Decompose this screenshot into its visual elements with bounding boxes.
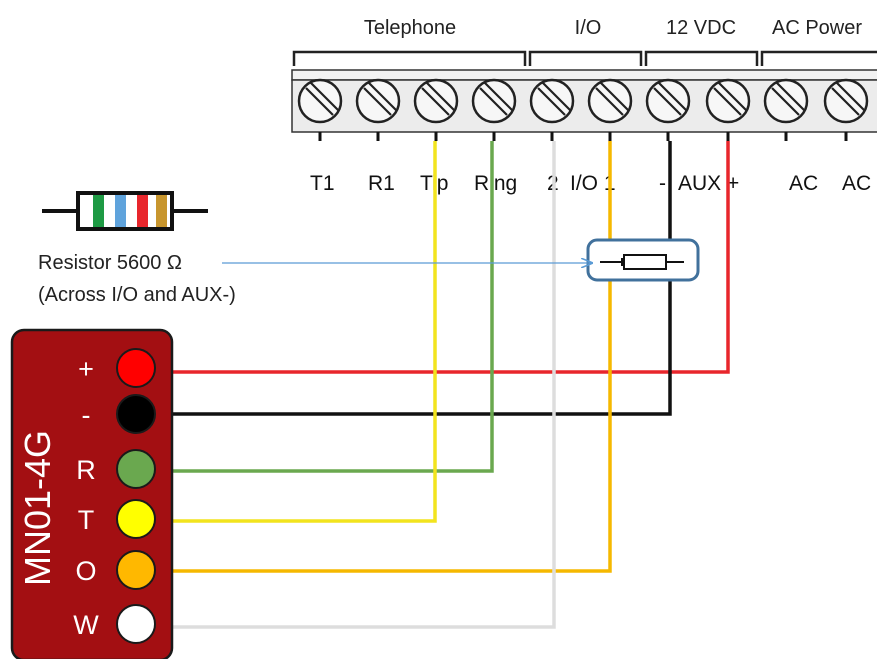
group-label-ac-power: AC Power	[772, 17, 862, 39]
terminal-label-aux-plus: AUX +	[678, 172, 739, 195]
wires	[155, 141, 730, 629]
terminal-screw-4	[471, 78, 517, 141]
terminal-block	[291, 69, 877, 141]
group-label-telephone: Telephone	[364, 17, 456, 39]
terminal-screw-3	[413, 78, 459, 141]
bracket-io	[528, 50, 643, 66]
resistor-note: (Across I/O and AUX-)	[38, 284, 236, 306]
terminal-label-r1: R1	[368, 172, 395, 195]
terminal-label-ac-1: AC	[789, 172, 818, 195]
terminal-screw-6	[587, 78, 633, 141]
terminal-label-io1: I/O 1	[570, 172, 616, 195]
bracket-ac-power	[760, 50, 877, 66]
module-pin-label: -	[82, 400, 91, 430]
module-pin-label: T	[78, 505, 95, 535]
module-pin-5: O	[75, 550, 156, 590]
wire-1	[155, 141, 730, 374]
module-pin-6: W	[73, 604, 156, 644]
module-pin-dot	[116, 550, 156, 590]
group-brackets	[292, 50, 877, 66]
wire-4	[155, 141, 437, 523]
module-pin-dot	[116, 604, 156, 644]
terminal-screw-8	[705, 78, 751, 141]
resistor-illustration	[42, 191, 208, 231]
module-pin-2: -	[82, 394, 156, 434]
bracket-telephone	[292, 50, 527, 66]
module-pin-1: +	[78, 348, 156, 388]
resistor-band-1	[93, 195, 104, 227]
terminal-label-ring: Ring	[474, 172, 517, 195]
resistor-band-3	[137, 195, 148, 227]
terminal-label-t1: T1	[310, 172, 335, 195]
wire-2	[155, 141, 672, 416]
module-pin-3: R	[76, 449, 156, 489]
group-label-12vdc: 12 VDC	[666, 17, 736, 39]
module-name: MN01-4G	[17, 430, 58, 586]
module-pin-dot	[116, 348, 156, 388]
wire-6	[155, 141, 556, 629]
module-pin-4: T	[78, 499, 156, 539]
module-pin-label: W	[73, 610, 99, 640]
terminal-screw-10	[823, 78, 869, 141]
terminal-screw-5	[529, 78, 575, 141]
module-pin-label: O	[75, 556, 96, 586]
resistor-label: Resistor 5600 Ω	[38, 252, 182, 274]
resistor-symbol	[623, 254, 667, 270]
resistor-band-2	[115, 195, 126, 227]
wire-3	[155, 141, 494, 473]
terminal-screw-1	[297, 78, 343, 141]
resistor-band-4	[156, 195, 167, 227]
terminal-label-ac-2: AC	[842, 172, 871, 195]
terminal-label-minus: -	[659, 172, 666, 195]
wire-5	[155, 141, 612, 573]
terminal-screw-9	[763, 78, 809, 141]
terminal-screw-7	[645, 78, 691, 141]
terminal-screw-2	[355, 78, 401, 141]
resistor-inset	[586, 238, 700, 282]
module-pin-dot	[116, 394, 156, 434]
terminal-block-top	[291, 69, 877, 81]
module-pin-label: +	[78, 354, 94, 384]
group-label-io: I/O	[575, 17, 602, 39]
module-pin-dot	[116, 449, 156, 489]
bracket-12vdc	[644, 50, 759, 66]
module-pin-label: R	[76, 455, 96, 485]
module-pin-dot	[116, 499, 156, 539]
